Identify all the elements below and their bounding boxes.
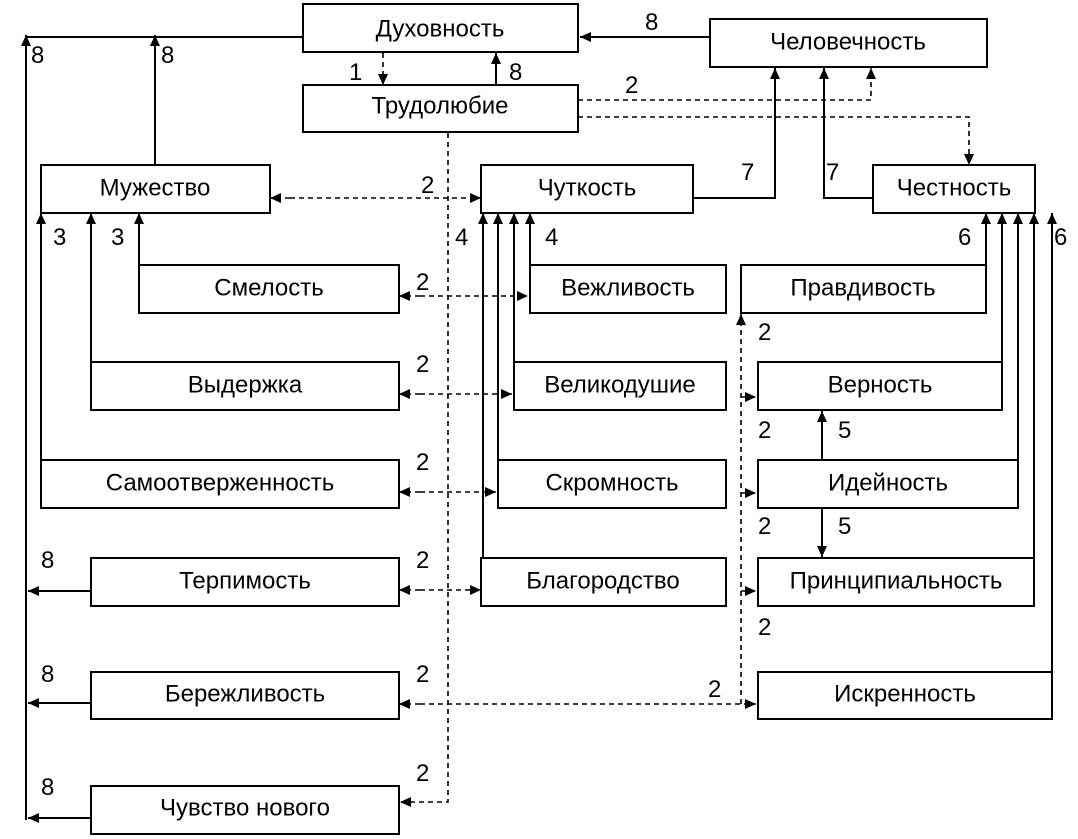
- edge-label: 2: [625, 72, 638, 99]
- node-dukhovnost: Духовность: [302, 3, 579, 53]
- node-label: Смелость: [214, 274, 324, 301]
- edge-label: 2: [758, 513, 771, 540]
- node-label: Человечность: [770, 28, 926, 55]
- edge-label: 2: [416, 449, 429, 476]
- edge-label: 4: [455, 224, 468, 251]
- node-blagorodstvo: Благородство: [480, 557, 727, 607]
- edge-label: 8: [645, 9, 658, 36]
- node-label: Терпимость: [179, 567, 311, 594]
- edge-label: 6: [958, 224, 971, 251]
- node-berezhlivost: Бережливость: [90, 671, 400, 720]
- edge-label: 2: [416, 661, 429, 688]
- edge-label: 5: [838, 417, 851, 444]
- node-label: Чуткость: [538, 174, 637, 201]
- edge-label: 8: [41, 547, 54, 574]
- edge-label: 6: [1054, 224, 1067, 251]
- node-label: Чувство нового: [160, 794, 330, 821]
- node-label: Духовность: [376, 15, 505, 42]
- edge-label: 2: [416, 547, 429, 574]
- node-iskrennost: Искренность: [757, 671, 1053, 720]
- node-muzhestvo: Мужество: [40, 164, 271, 214]
- node-label: Идейность: [828, 469, 948, 496]
- node-chuvstvo-novogo: Чувство нового: [90, 785, 400, 835]
- edge-label: 2: [416, 269, 429, 296]
- node-trudolyubie: Трудолюбие: [302, 84, 579, 133]
- node-skromnost: Скромность: [497, 459, 727, 509]
- node-label: Честность: [897, 174, 1011, 201]
- node-label: Правдивость: [790, 274, 935, 301]
- node-smelost: Смелость: [138, 264, 400, 314]
- node-label: Выдержка: [188, 371, 303, 398]
- edge-labels: 8 8 8 1 8 2 7 7 2 3 3 4 4 6 6 2 2 2 2 5 …: [31, 9, 1067, 801]
- node-chelovechnost: Человечность: [709, 18, 988, 68]
- node-chestnost: Честность: [872, 164, 1036, 214]
- node-label: Самоотверженность: [106, 469, 335, 496]
- edge-label: 3: [53, 224, 66, 251]
- edge-label: 1: [349, 59, 362, 86]
- edge-label: 2: [416, 760, 429, 787]
- node-label: Бережливость: [165, 680, 325, 707]
- edge-label: 2: [416, 351, 429, 378]
- node-ideynost: Идейность: [757, 459, 1019, 509]
- node-vernost: Верность: [757, 361, 1003, 411]
- edge-label: 2: [758, 614, 771, 641]
- node-terpimost: Терпимость: [90, 557, 400, 607]
- edge-label: 7: [826, 159, 839, 186]
- edge-label: 2: [708, 676, 721, 703]
- node-vyderzhka: Выдержка: [90, 361, 400, 411]
- edge-label: 8: [41, 774, 54, 801]
- node-pravdivost: Правдивость: [740, 264, 987, 314]
- edge-label: 4: [545, 224, 558, 251]
- edge-label: 2: [758, 417, 771, 444]
- node-chutkost: Чуткость: [480, 164, 694, 214]
- node-label: Благородство: [526, 567, 679, 594]
- solid-connectors: [21, 32, 1057, 823]
- node-velikodushie: Великодушие: [513, 361, 727, 411]
- node-label: Мужество: [100, 174, 211, 201]
- node-label: Вежливость: [561, 274, 695, 301]
- node-label: Скромность: [545, 469, 678, 496]
- node-label: Трудолюбие: [372, 92, 509, 119]
- edge-label: 8: [31, 42, 44, 69]
- edge-label: 2: [758, 319, 771, 346]
- edge-label: 2: [421, 172, 434, 199]
- node-principialnost: Принципиальность: [757, 557, 1035, 607]
- node-samootverzhennost: Самоотверженность: [40, 459, 400, 509]
- edge-label: 8: [161, 42, 174, 69]
- node-label: Великодушие: [544, 371, 696, 398]
- edge-label: 3: [111, 224, 124, 251]
- node-label: Верность: [828, 371, 933, 398]
- node-vezhlivost: Вежливость: [529, 264, 727, 314]
- node-label: Искренность: [834, 680, 976, 707]
- dashed-connectors: [270, 53, 974, 807]
- node-label: Принципиальность: [790, 567, 1003, 594]
- edge-label: 7: [741, 159, 754, 186]
- edge-label: 8: [41, 661, 54, 688]
- edge-label: 5: [838, 513, 851, 540]
- edge-label: 8: [509, 59, 522, 86]
